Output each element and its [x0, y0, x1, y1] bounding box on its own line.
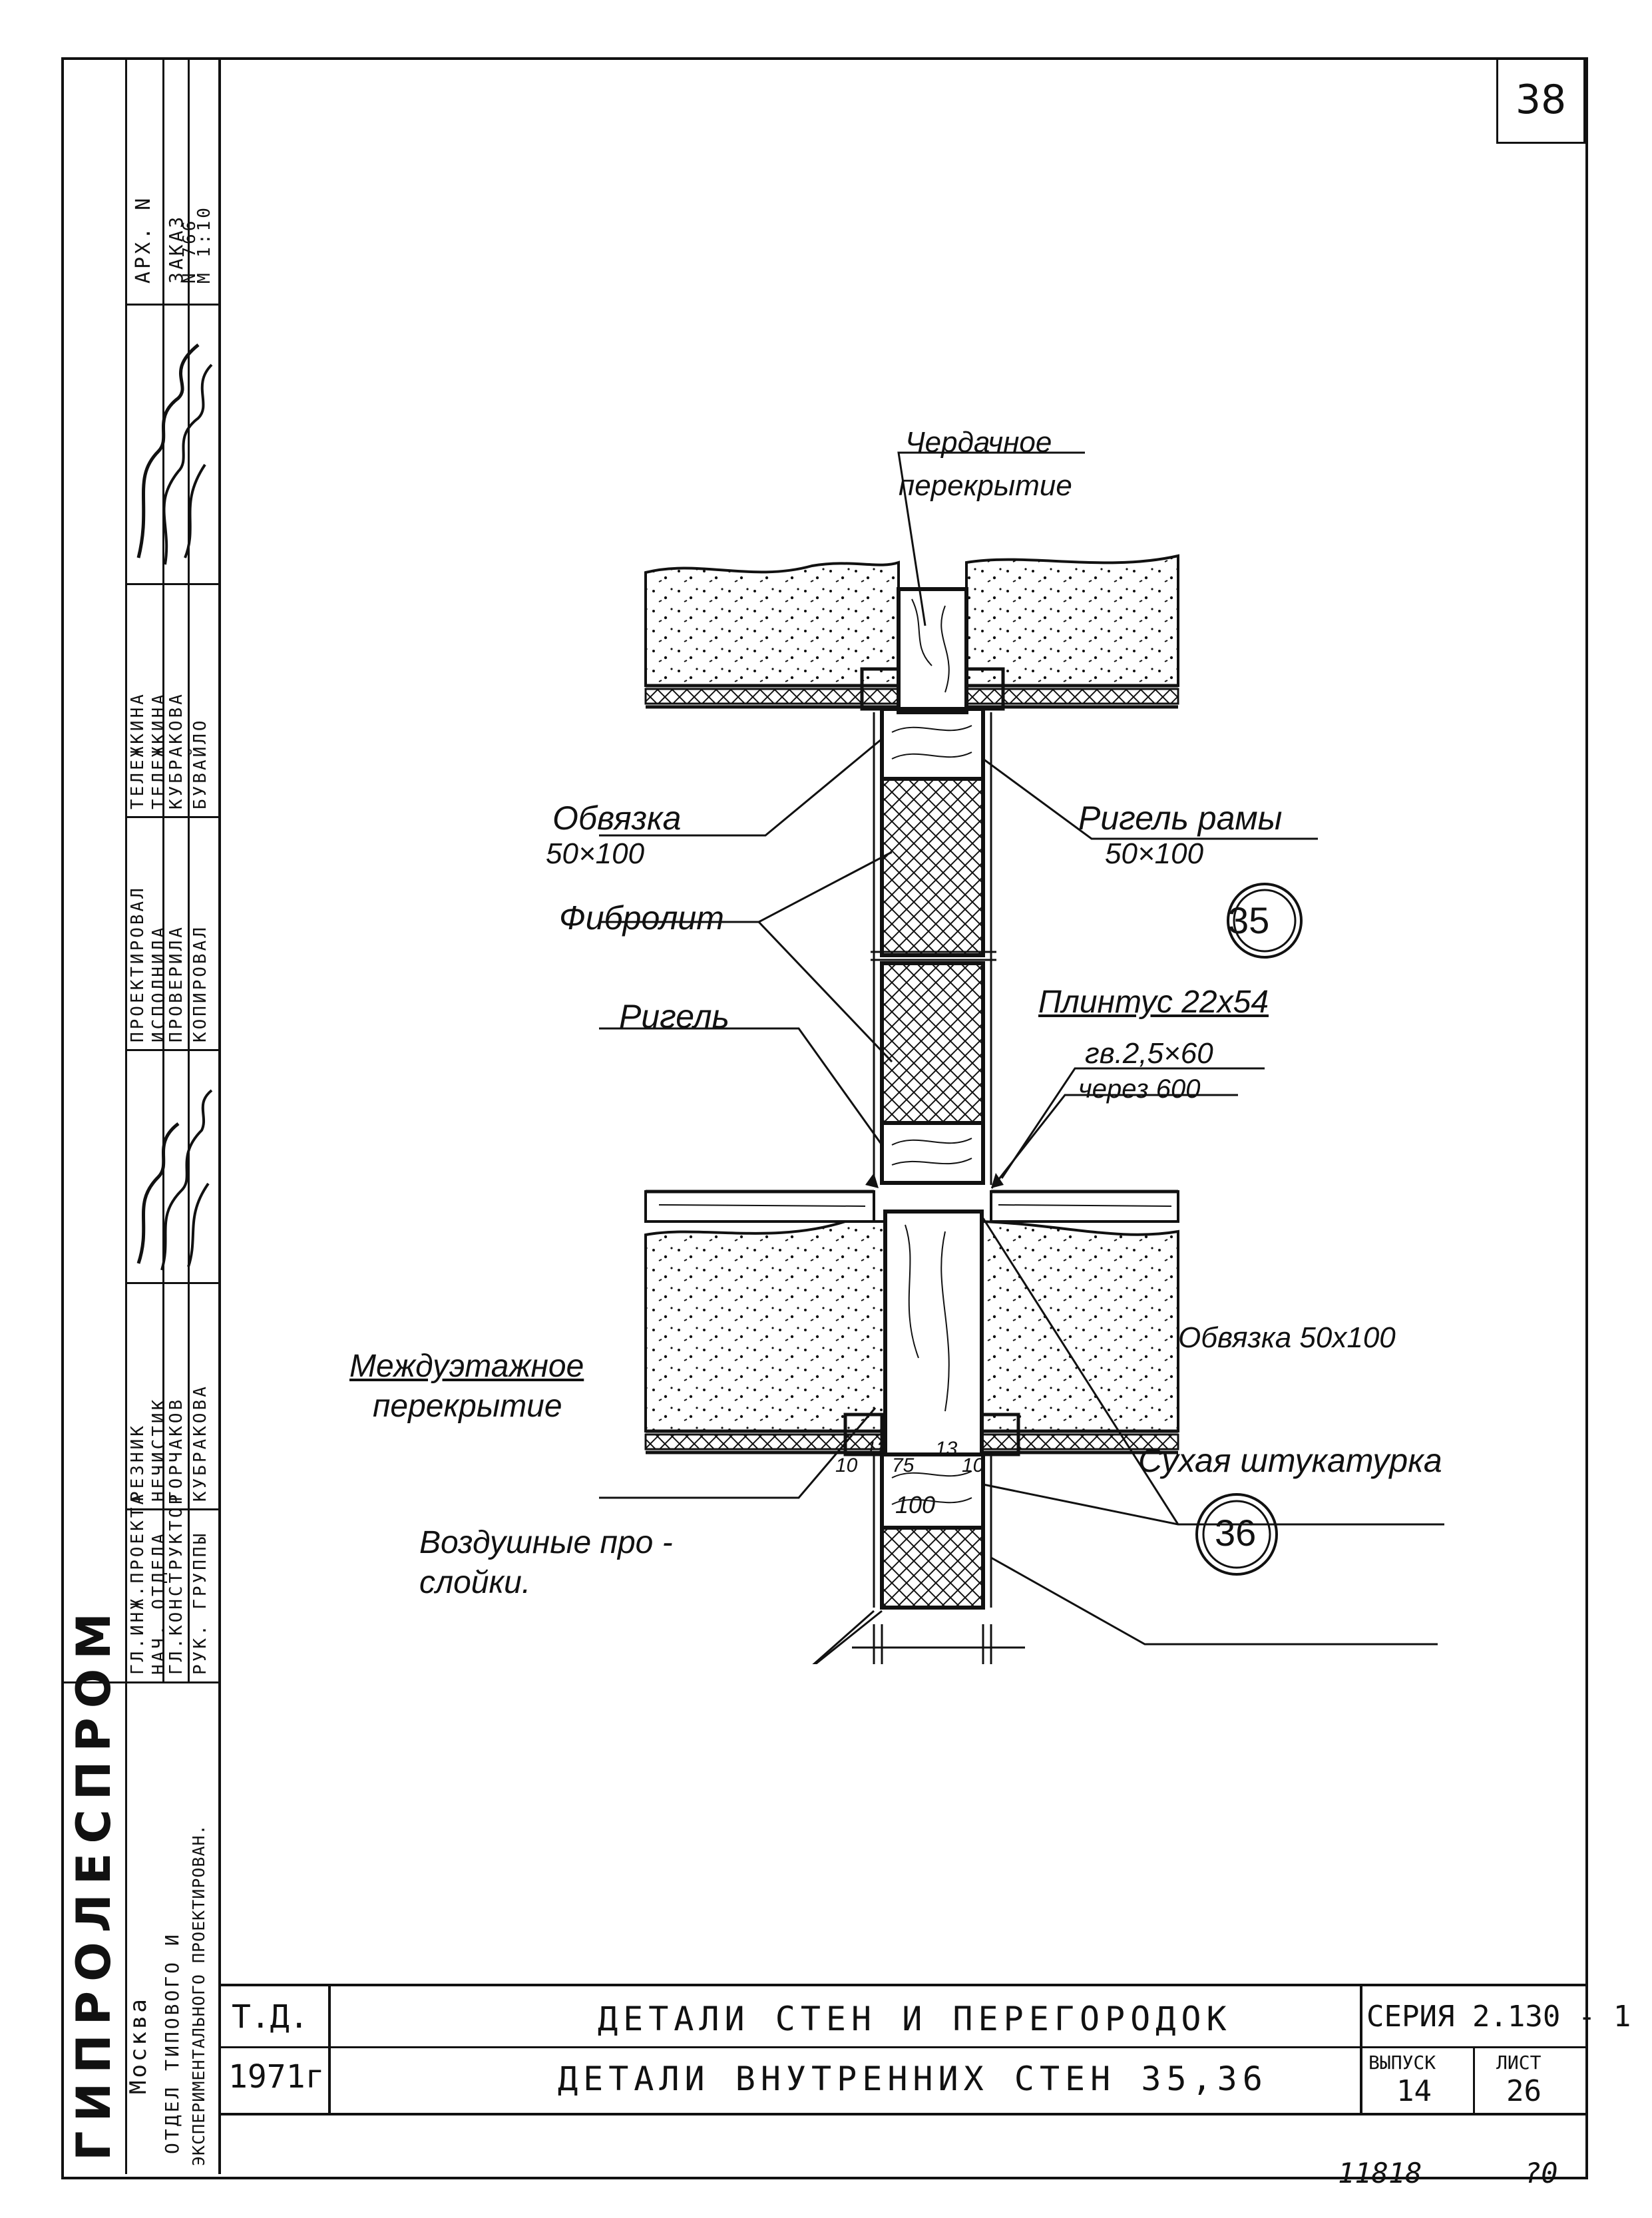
doc-series: СЕРИЯ 2.130 - 1: [1366, 2000, 1631, 2034]
dim-75: 75: [892, 1454, 915, 1476]
organization-name: ГИПРОЛЕСПРОМ: [67, 1604, 121, 2161]
title-block: Т.Д. 1971г ДЕТАЛИ СТЕН И ПЕРЕГОРОДОК ДЕТ…: [218, 1984, 1631, 2115]
label-interfloor: Междуэтажное: [349, 1349, 584, 1384]
dim-12: 12: [865, 1438, 888, 1460]
stamp-role: ГЛ.ИНЖ.ПРОЕКТА: [128, 1491, 148, 1675]
sheet-number-box: 38: [1496, 57, 1585, 144]
dim-10-right: 10: [962, 1454, 984, 1476]
stamp-role: КОПИРОВАЛ: [190, 925, 210, 1042]
label-air-gaps: Воздушные про -: [419, 1525, 673, 1560]
node-35-circle: [1227, 883, 1303, 959]
label-fibrolite: Фибролит: [559, 899, 724, 937]
sheet-label: ЛИСТ: [1496, 2052, 1542, 2074]
drawing-scale: М 1:10: [194, 205, 214, 284]
label-strapping-top-size: 50×100: [546, 837, 645, 870]
stamp-name: ТЕЛЕЖКИНА: [128, 692, 148, 809]
dim-10-left: 10: [835, 1454, 858, 1476]
doc-year: 1971г: [228, 2058, 325, 2096]
sheet-number: 38: [1515, 77, 1567, 123]
bottom-margin-code: 11818: [1338, 2157, 1422, 2189]
organization-city: Москва: [125, 1996, 152, 2094]
issue-label: ВЫПУСК: [1368, 2052, 1436, 2074]
doc-title-main: ДЕТАЛИ СТЕН И ПЕРЕГОРОДОК: [598, 2000, 1232, 2038]
label-frame-crossbar: Ригель рамы: [1078, 799, 1283, 837]
label-frame-crossbar-size: 50×100: [1105, 837, 1204, 870]
label-dry-plaster: Сухая штукатурка: [1138, 1442, 1442, 1479]
label-attic-floor: Чердачное: [905, 426, 1052, 459]
label-nail: гв.2,5×60: [1085, 1037, 1213, 1070]
label-nail-spacing: через 600: [1078, 1074, 1201, 1104]
wall-section-drawing: [599, 451, 1444, 1664]
signatures-upper: [136, 343, 213, 565]
node-35-label: 35: [1228, 899, 1270, 941]
stamp-name: КУБРАКОВА: [190, 1384, 210, 1502]
stamp-role: ГЛ.КОНСТРУКТОР: [166, 1491, 186, 1675]
label-air-gaps: слойки.: [419, 1565, 531, 1600]
label-plinth: Плинтус 22х54: [1038, 985, 1269, 1020]
bottom-margin-right: ?0: [1524, 2157, 1558, 2189]
stamp-name: РЕЗНИК: [128, 1423, 148, 1502]
interfloor: [644, 1173, 1179, 1456]
doc-title-sub: ДЕТАЛИ ВНУТРЕННИХ СТЕН 35,36: [558, 2060, 1268, 2098]
node-36-circle: [1195, 1493, 1278, 1576]
left-stamp: ГИПРОЛЕСПРОМ Москва ОТДЕЛ ТИПОВОГО И ЭКС…: [61, 57, 221, 2174]
leader-lines: [599, 451, 1444, 1664]
label-strapping-bottom: Обвязка 50х100: [1178, 1321, 1396, 1354]
dim-13: 13: [935, 1438, 958, 1460]
label-interfloor: перекрытие: [373, 1389, 562, 1424]
archive-label: АРХ. N: [132, 195, 155, 284]
attic-floor: [644, 554, 1179, 711]
stamp-role: ПРОЕКТИРОВАЛ: [128, 885, 148, 1042]
stamp-name: ГОРЧАКОВ: [166, 1397, 186, 1502]
stamp-name: КУБРАКОВА: [166, 692, 186, 809]
drawing-frame: [61, 57, 1588, 2179]
wall-lower: [873, 1452, 992, 1610]
issue-number: 14: [1396, 2074, 1432, 2108]
department-line1: ОТДЕЛ ТИПОВОГО И: [161, 1932, 183, 2154]
wall-upper: [871, 587, 996, 1185]
label-strapping-top: Обвязка: [552, 799, 682, 837]
dimension-lines: [852, 1624, 1025, 1664]
doc-code: Т.Д.: [232, 1998, 309, 2036]
sheet-number-tb: 26: [1506, 2074, 1542, 2108]
label-attic-floor: перекрытие: [899, 469, 1072, 502]
stamp-name: БУВАЙЛО: [190, 718, 210, 809]
stamp-role: РУК. ГРУППЫ: [190, 1530, 210, 1675]
node-36-label: 36: [1215, 1512, 1257, 1554]
dim-100: 100: [895, 1491, 936, 1518]
label-crossbar: Ригель: [619, 998, 729, 1035]
stamp-role: ПРОВЕРИЛА: [166, 925, 186, 1042]
signatures-lower: [136, 1089, 213, 1271]
department-line2: ЭКСПЕРИМЕНТАЛЬНОГО ПРОЕКТИРОВАН.: [189, 1824, 208, 2166]
